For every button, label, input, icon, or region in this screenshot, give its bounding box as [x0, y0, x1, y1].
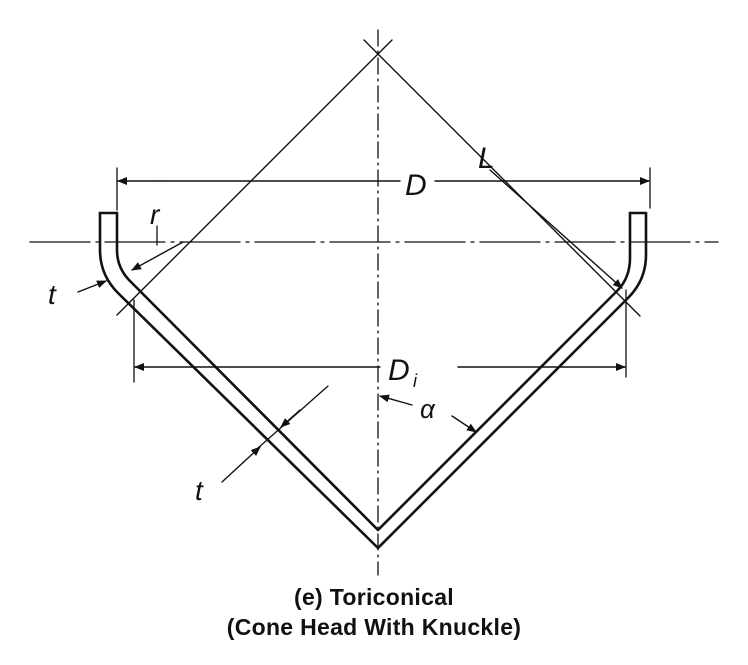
- outer-diameter-label: D: [405, 169, 427, 202]
- alpha-arrow-left: [379, 394, 413, 406]
- thickness-top-label: t: [48, 279, 57, 310]
- thickness-bottom-label: t: [195, 475, 204, 506]
- thickness-cone-arrow-upper: [280, 409, 301, 428]
- inner-diameter-label: D: [388, 354, 410, 387]
- length-label: L: [478, 142, 495, 175]
- figure-caption-subtitle: (Cone Head With Knuckle): [226, 614, 522, 640]
- construction-line-right: [363, 39, 641, 317]
- knuckle-radius-label: r: [150, 199, 161, 230]
- inner-diameter-subscript: i: [413, 371, 418, 391]
- thickness-cone-arrow-lower: [221, 446, 261, 483]
- alpha-arrow-right: [451, 415, 477, 433]
- construction-line-left: [116, 39, 393, 316]
- radius-r-leader: [131, 241, 184, 271]
- thickness-top-leader: [77, 280, 107, 293]
- head-outer-wall: [98, 211, 648, 550]
- half-angle-label: α: [420, 394, 436, 424]
- length-L-leader: [489, 169, 623, 289]
- head-inner-wall: [115, 211, 632, 532]
- figure-caption-title: (e) Toriconical: [294, 584, 454, 610]
